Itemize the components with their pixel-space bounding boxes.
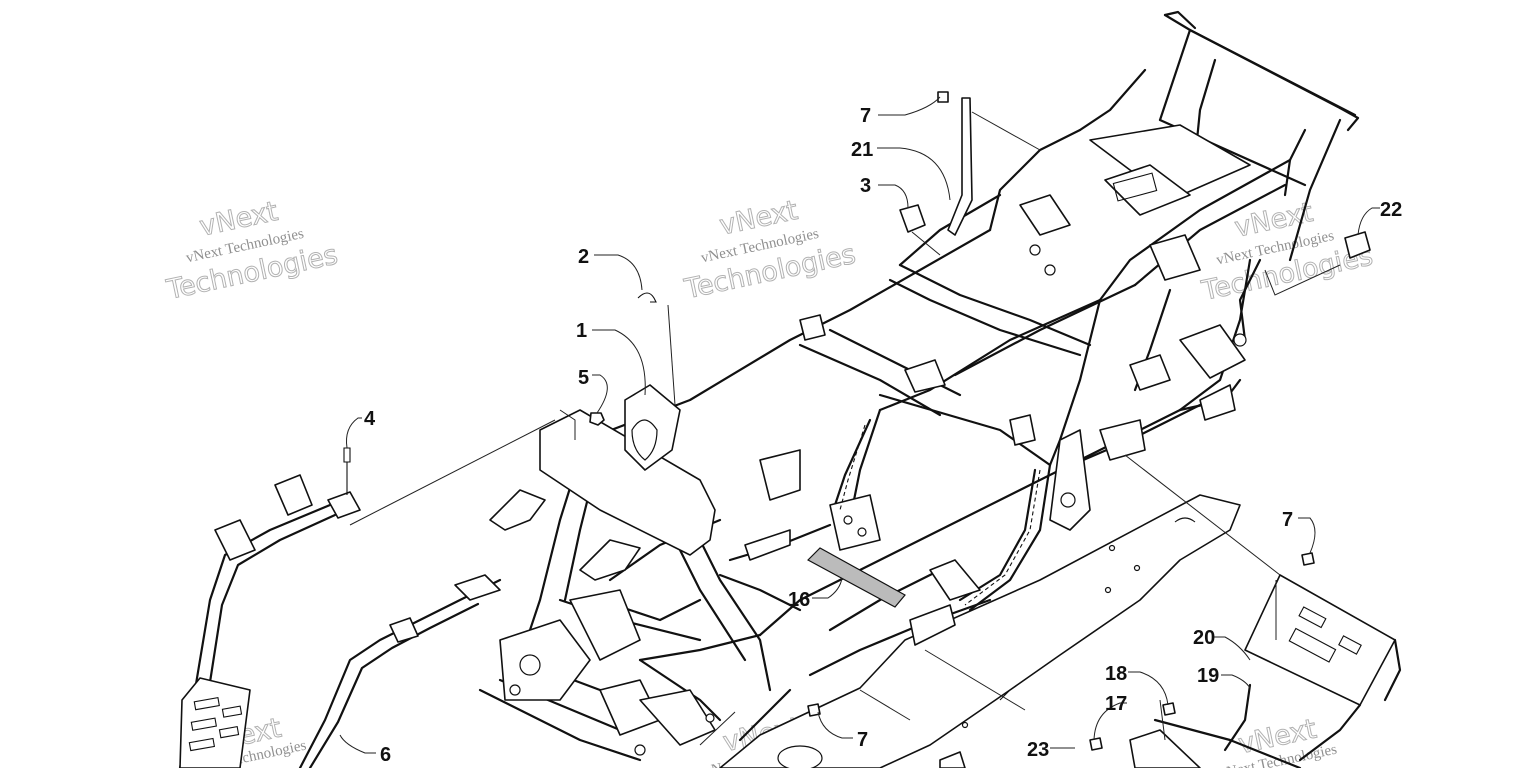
watermark-left: vNext vNext Technologies Technologies xyxy=(163,195,341,306)
front-bumper xyxy=(178,474,502,768)
part-label-7-bottom: 7 xyxy=(857,729,868,751)
small-parts xyxy=(343,91,1402,768)
part-label-4: 4 xyxy=(364,408,376,430)
part-label-6: 6 xyxy=(380,744,391,766)
part-label-7-top: 7 xyxy=(860,105,871,127)
skid-plate xyxy=(719,494,1241,768)
leader-lines xyxy=(339,96,1380,754)
part-label-18: 18 xyxy=(1105,663,1127,685)
part-label-19: 19 xyxy=(1197,665,1219,687)
part-label-17: 17 xyxy=(1105,693,1127,715)
part-label-2: 2 xyxy=(578,246,589,268)
part-labels: 1 2 3 4 5 6 7 7 7 16 17 18 19 20 21 22 2… xyxy=(364,105,1402,766)
main-frame xyxy=(478,10,1360,762)
part-label-5: 5 xyxy=(578,367,589,389)
part-label-3: 3 xyxy=(860,175,871,197)
part-label-16: 16 xyxy=(788,589,810,611)
part-label-1: 1 xyxy=(576,320,587,342)
part-label-22: 22 xyxy=(1380,199,1402,221)
part-label-7-right: 7 xyxy=(1282,509,1293,531)
watermark-center: vNext vNext Technologies Technologies xyxy=(681,194,859,306)
part-label-21: 21 xyxy=(851,139,873,161)
part-label-23: 23 xyxy=(1027,739,1049,761)
part-label-20: 20 xyxy=(1193,627,1215,649)
